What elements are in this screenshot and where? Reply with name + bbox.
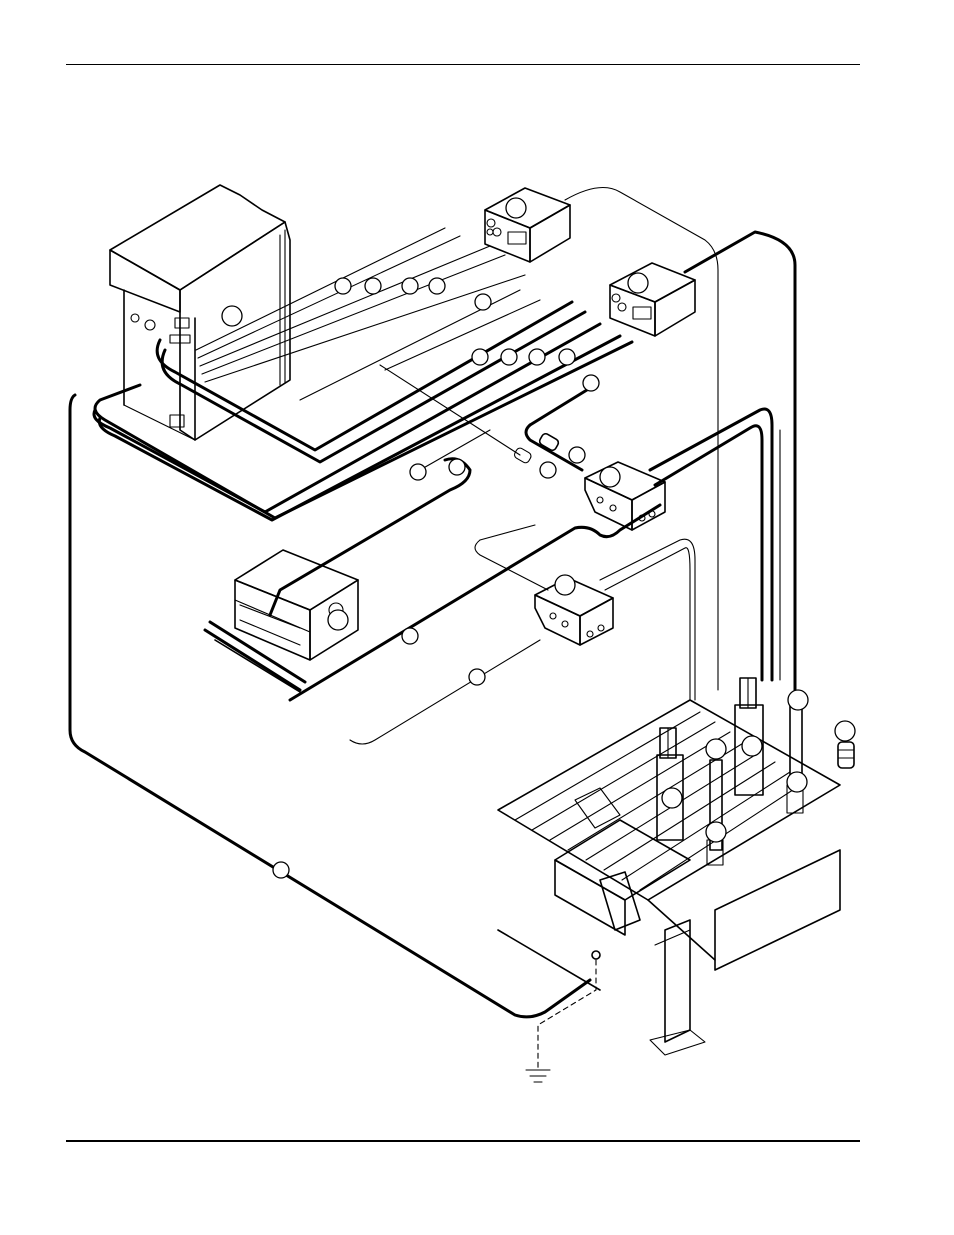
- gas-console: [234, 549, 359, 661]
- cutting-table: [497, 699, 841, 1056]
- footer-rule: [66, 1140, 860, 1142]
- header-rule: [66, 64, 860, 65]
- power-leads: [68, 230, 797, 1019]
- ignition-console-top: [484, 187, 571, 263]
- torch-lifter-left: [656, 727, 724, 866]
- torch-valve-assembly-lower: [534, 577, 614, 646]
- gas-hoses: [349, 364, 781, 745]
- torch-valve-assembly-upper: [584, 461, 666, 531]
- callouts: [221, 197, 856, 879]
- work-ground: [525, 950, 601, 1083]
- ignition-console-right: [609, 262, 696, 337]
- control-cables-upper: [195, 186, 719, 691]
- power-supply: [109, 184, 291, 441]
- inline-fittings: [513, 432, 560, 464]
